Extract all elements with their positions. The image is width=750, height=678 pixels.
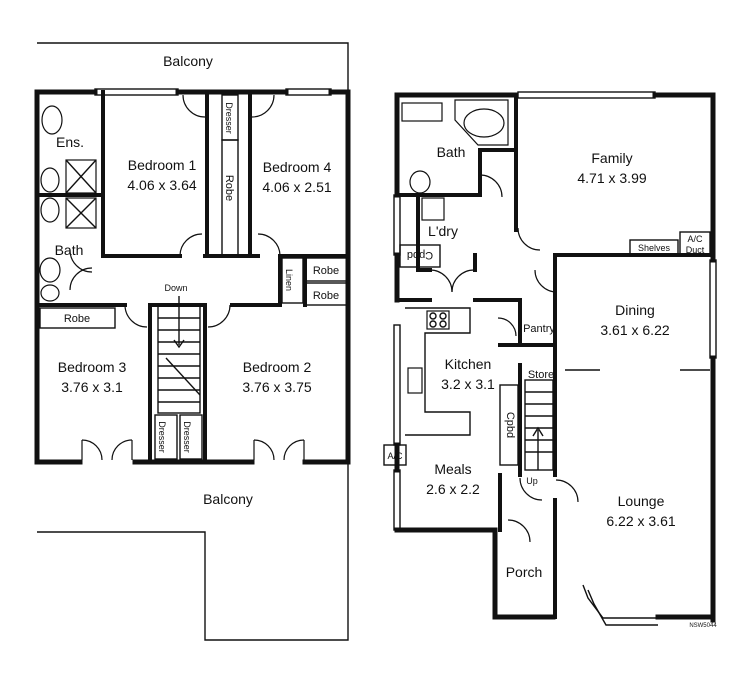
- dresser-3-box: [179, 414, 203, 460]
- meals-label: Meals: [434, 461, 471, 477]
- dresser-2-box: [154, 414, 178, 460]
- ensuite-fixtures: [39, 105, 97, 302]
- stair-up: [524, 379, 554, 471]
- ac-label-top: A/C: [687, 234, 703, 244]
- bedroom-2-dim: 3.76 x 3.75: [242, 379, 311, 395]
- dresser-2-label: Dresser: [157, 421, 167, 453]
- store-label: Store: [528, 369, 554, 381]
- bedroom-4-dim: 4.06 x 2.51: [262, 179, 331, 195]
- upper-doors: [69, 94, 305, 461]
- lounge-label: Lounge: [618, 493, 665, 509]
- stair-up-label: Up: [526, 476, 538, 486]
- porch-label: Porch: [506, 564, 543, 580]
- ac-box: [383, 444, 407, 466]
- lounge-dim: 6.22 x 3.61: [606, 513, 675, 529]
- robe-top-label: Robe: [313, 265, 339, 277]
- shelves-box: [629, 239, 679, 256]
- plan-code: NSW5044: [689, 623, 717, 629]
- linen-box: [281, 257, 304, 304]
- bedroom-3-dim: 3.76 x 3.1: [61, 379, 123, 395]
- family-label: Family: [591, 150, 632, 166]
- bath-fixtures: [401, 99, 509, 194]
- balcony-bottom-outline: [37, 462, 349, 641]
- duct-label: Duct: [686, 245, 705, 255]
- bedroom-4-label: Bedroom 4: [263, 159, 332, 175]
- upper-balcony-top-label: Balcony: [163, 53, 213, 69]
- upper-interior-walls: [35, 90, 350, 464]
- dresser-1-label: Dresser: [224, 102, 234, 134]
- ground-bath-label: Bath: [437, 144, 466, 160]
- kitchen-benches: [405, 307, 519, 466]
- robe-1-box: [221, 139, 239, 256]
- bedroom-1-dim: 4.06 x 3.64: [127, 177, 196, 193]
- ground-outer-walls: [394, 92, 716, 623]
- balcony-top-outline: [37, 42, 349, 90]
- ground-floor: Bath Family 4.71 x 3.99 Shelves A/C Duct…: [383, 91, 717, 629]
- kitchen-cupboard-label: Cpbd: [504, 412, 516, 438]
- kitchen-label: Kitchen: [445, 356, 492, 372]
- dining-dim: 3.61 x 6.22: [600, 322, 669, 338]
- robe-bed3-label: Robe: [64, 313, 90, 325]
- bedroom-2-label: Bedroom 2: [243, 359, 312, 375]
- stair-down-label: Down: [164, 283, 187, 293]
- laundry-fixtures: [399, 197, 445, 268]
- robe-top-box: [304, 257, 349, 282]
- upper-floor: Balcony Ens. Bath Bedroom 1 4.06 x 3.64 …: [34, 42, 351, 641]
- family-dim: 4.71 x 3.99: [577, 170, 646, 186]
- laundry-label: L'dry: [428, 223, 458, 239]
- upper-bath-label: Bath: [55, 242, 84, 258]
- stair-down: [157, 296, 201, 414]
- upper-balcony-bottom-label: Balcony: [203, 491, 253, 507]
- ground-doors: [429, 174, 579, 543]
- ens-label: Ens.: [56, 134, 84, 150]
- robe-bottom-label: Robe: [313, 290, 339, 302]
- linen-label: Linen: [284, 269, 294, 291]
- pantry-label: Pantry: [523, 323, 555, 335]
- bedroom-3-label: Bedroom 3: [58, 359, 127, 375]
- meals-dim: 2.6 x 2.2: [426, 481, 480, 497]
- dining-label: Dining: [615, 302, 655, 318]
- dresser-3-label: Dresser: [182, 421, 192, 453]
- robe-bottom-box: [304, 282, 349, 306]
- robe-1-label: Robe: [223, 175, 235, 201]
- robe-bed3-box: [39, 307, 116, 329]
- laundry-cupboard-label: Cpbd: [407, 249, 433, 261]
- bedroom-1-label: Bedroom 1: [128, 157, 197, 173]
- ac-label-meals: A/C: [387, 451, 403, 461]
- ac-duct-box: [679, 231, 711, 256]
- kitchen-dim: 3.2 x 3.1: [441, 376, 495, 392]
- upper-windows: [94, 88, 332, 96]
- shelves-label: Shelves: [638, 243, 671, 253]
